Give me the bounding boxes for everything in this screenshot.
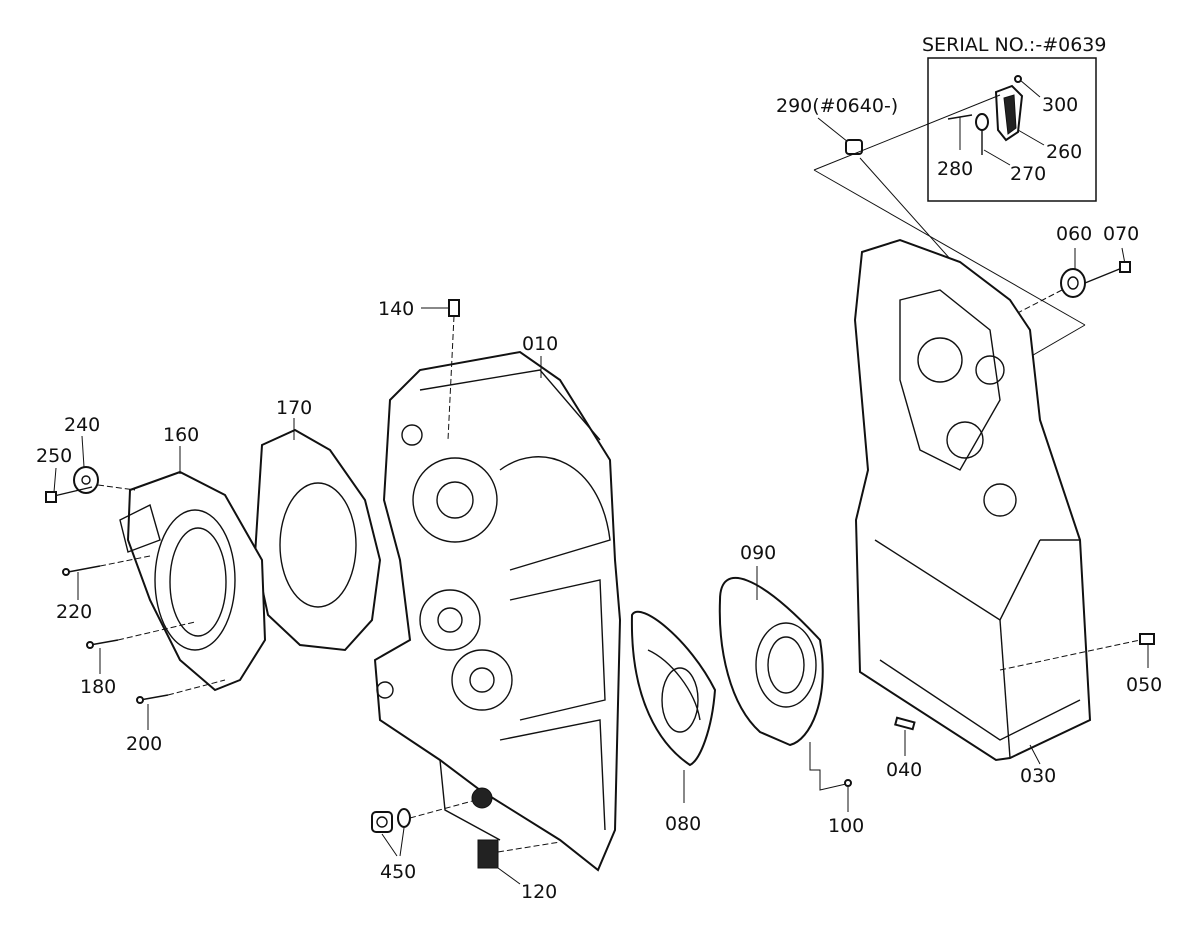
part-100-screw [844, 779, 852, 787]
part-090-cover: 090 [718, 542, 824, 747]
part-140-group: 140 [378, 298, 460, 441]
label-300: 300 [1042, 94, 1078, 116]
label-450: 450 [380, 861, 416, 883]
label-060: 060 [1056, 223, 1092, 245]
label-240: 240 [64, 414, 100, 436]
label-260: 260 [1046, 141, 1082, 163]
part-080-shield: 080 [630, 610, 717, 835]
label-140: 140 [378, 298, 414, 320]
part-270-key-head [975, 113, 989, 131]
part-160-flange: 160 [119, 424, 267, 692]
part-180-group: 180 [80, 621, 196, 698]
part-010-case: 010 [373, 333, 622, 872]
part-040-pin [894, 716, 916, 731]
label-040: 040 [886, 759, 922, 781]
part-450-group: 450 [371, 787, 493, 883]
label-010: 010 [522, 333, 558, 355]
label-270: 270 [1010, 163, 1046, 185]
part-260-slot [1003, 94, 1017, 135]
part-060-070-group: 060 070 [999, 223, 1139, 323]
label-280: 280 [937, 158, 973, 180]
part-030-housing [853, 238, 1092, 762]
label-080: 080 [665, 813, 701, 835]
inset-frame [927, 57, 1097, 202]
part-040-group: 040 [886, 716, 922, 781]
part-240-washer [73, 466, 99, 494]
part-050-bolt [1139, 633, 1155, 645]
part-070-bolt [1084, 267, 1123, 284]
part-200-group: 200 [126, 679, 226, 755]
part-050-group: 050 [999, 633, 1162, 696]
label-120: 120 [521, 881, 557, 903]
part-060-washer [1060, 268, 1086, 298]
label-090: 090 [740, 542, 776, 564]
label-290: 290(#0640-) [776, 95, 898, 117]
serial-inset: SERIAL NO.:-#0639 300 260 280 270 [922, 34, 1106, 202]
label-180: 180 [80, 676, 116, 698]
part-140-plug [448, 299, 460, 317]
part-120-group: 120 [477, 839, 561, 903]
part-450-plug [371, 811, 393, 833]
part-200-bolt [139, 694, 169, 701]
part-180-bolt [89, 639, 119, 646]
part-300-screw [1014, 75, 1022, 83]
label-100: 100 [828, 815, 864, 837]
label-050: 050 [1126, 674, 1162, 696]
label-160: 160 [163, 424, 199, 446]
label-070: 070 [1103, 223, 1139, 245]
part-450-ring [397, 808, 411, 828]
label-030: 030 [1020, 765, 1056, 787]
part-240-250-group: 240 250 [36, 414, 136, 503]
part-290-group: 290(#0640-) [776, 94, 1086, 381]
label-200: 200 [126, 733, 162, 755]
part-170-gasket: 170 [253, 397, 382, 652]
part-120-filter [477, 839, 499, 869]
part-100-group: 100 [809, 742, 864, 837]
label-220: 220 [56, 601, 92, 623]
part-250-bolt [53, 486, 93, 497]
label-170: 170 [276, 397, 312, 419]
part-220-group: 220 [56, 555, 151, 623]
part-220-bolt [67, 565, 101, 573]
inset-title: SERIAL NO.:-#0639 [922, 34, 1106, 56]
label-250: 250 [36, 445, 72, 467]
